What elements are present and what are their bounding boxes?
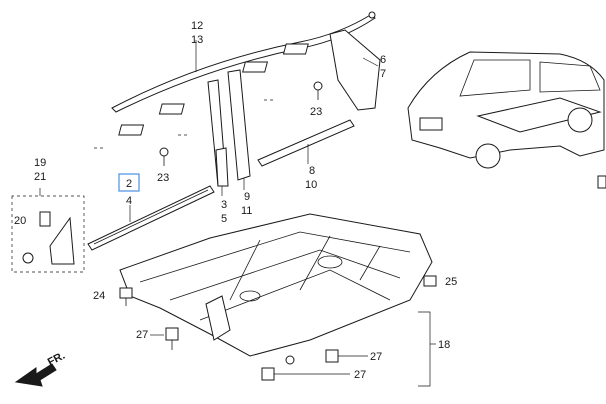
clip-23-right — [313, 81, 323, 100]
callout-27-low: 27 — [354, 369, 366, 381]
clip-23-left — [159, 147, 169, 166]
rear-door-molding — [257, 119, 355, 167]
fastener-27-left — [165, 327, 179, 350]
roof-molding — [111, 11, 376, 113]
direction-label: FR. — [46, 350, 67, 369]
callout-23-right: 23 — [310, 106, 322, 118]
front-direction-indicator: FR. — [14, 350, 67, 387]
callout-20: 20 — [14, 215, 26, 227]
callout-9: 9 — [244, 191, 250, 203]
callout-23-left: 23 — [157, 172, 169, 184]
callout-13: 13 — [191, 34, 203, 46]
leader-lines-27 — [150, 334, 368, 375]
front-door-molding — [87, 185, 215, 251]
fastener-25 — [423, 275, 437, 287]
bracket-group-19-21 — [11, 188, 85, 273]
partial-part-edge — [597, 175, 606, 189]
engine-undercover — [119, 213, 433, 357]
clip-group-upper — [94, 43, 309, 149]
callout-27-mid: 27 — [370, 351, 382, 363]
callout-24: 24 — [93, 290, 105, 302]
callout-19: 19 — [34, 157, 46, 169]
fastener-27-mid — [325, 349, 339, 363]
bracket-18 — [418, 311, 436, 387]
arrow-icon — [14, 363, 57, 387]
callout-27-left: 27 — [136, 329, 148, 341]
fastener-small — [285, 355, 295, 365]
callout-6: 6 — [380, 54, 386, 66]
pillar-garnish-rear — [227, 69, 251, 190]
rear-pillar-garnish — [329, 29, 381, 111]
fastener-27-low — [261, 367, 275, 381]
callout-4: 4 — [126, 195, 132, 207]
callout-11: 11 — [241, 205, 252, 217]
callout-18: 18 — [438, 339, 450, 351]
callout-12: 12 — [191, 20, 203, 32]
callout-7: 7 — [380, 68, 386, 80]
callout-21: 21 — [34, 171, 46, 183]
callout-2-highlight — [118, 173, 140, 192]
vehicle-illustration — [407, 51, 605, 169]
fastener-24 — [119, 287, 133, 306]
callout-2: 2 — [126, 178, 132, 190]
callout-10: 10 — [305, 179, 317, 191]
pillar-garnish-front — [207, 79, 229, 196]
callout-5: 5 — [221, 213, 227, 225]
callout-25: 25 — [445, 276, 457, 288]
callout-3: 3 — [221, 199, 227, 211]
callout-8: 8 — [309, 165, 315, 177]
